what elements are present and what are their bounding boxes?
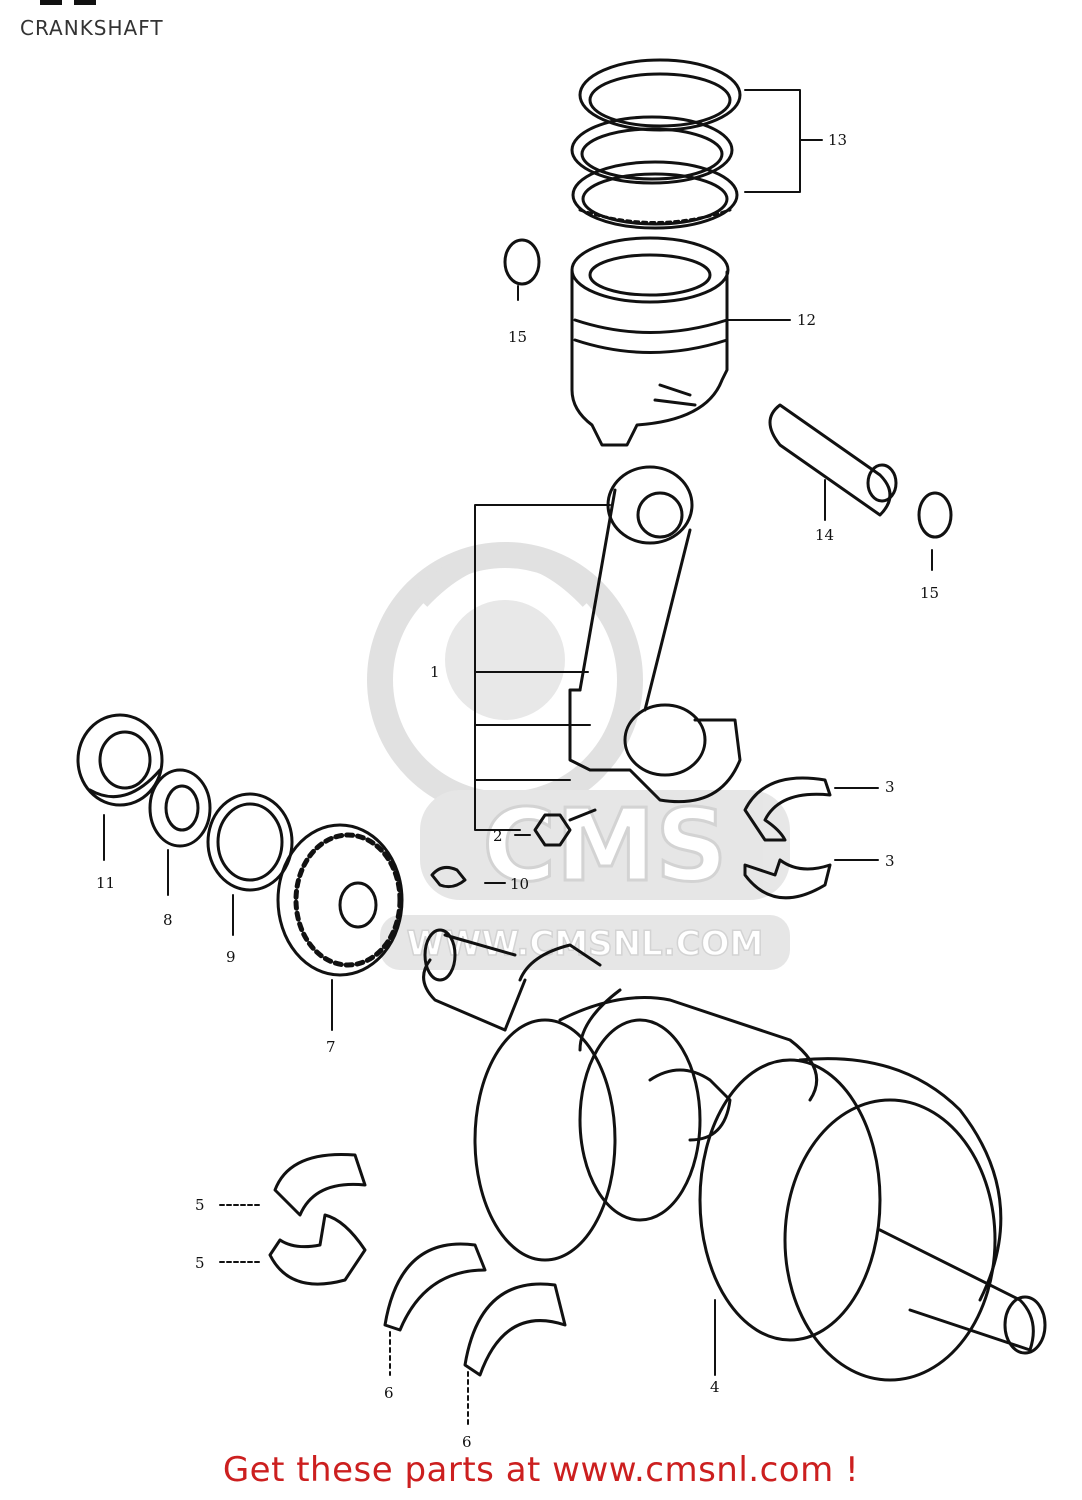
callout-primary-gear: 7 bbox=[326, 1038, 336, 1056]
callout-conrod-bearing-lower: 3 bbox=[885, 852, 895, 870]
callout-thrust-washer-a: 6 bbox=[384, 1384, 394, 1402]
callout-crank-pin-nut: 2 bbox=[493, 827, 503, 845]
callout-crank-bearing-upper: 5 bbox=[195, 1196, 205, 1214]
callout-piston-pin: 14 bbox=[815, 526, 834, 544]
callout-key-10: 10 bbox=[510, 875, 529, 893]
circlip-b bbox=[917, 491, 953, 571]
piston bbox=[570, 236, 791, 447]
watermark-url: WWW.CMSNL.COM bbox=[407, 924, 764, 964]
conrod-bearing-lower bbox=[743, 858, 879, 900]
watermark-brand: CMS bbox=[483, 787, 728, 904]
callout-circlip-a: 15 bbox=[508, 328, 527, 346]
watermark-logo: CMS WWW.CMSNL.COM bbox=[367, 542, 790, 970]
callout-crank-bearing-lower: 5 bbox=[195, 1254, 205, 1272]
thrust-washer-a bbox=[383, 1242, 487, 1376]
callout-bearing-8: 8 bbox=[163, 911, 173, 929]
callout-piston: 12 bbox=[797, 311, 816, 329]
conrod-bearing-upper bbox=[743, 776, 879, 842]
bearing-11 bbox=[76, 713, 164, 861]
piston-pin bbox=[768, 403, 898, 521]
crank-pin-nut bbox=[514, 813, 572, 847]
washer-9 bbox=[206, 792, 294, 936]
callout-washer-9: 9 bbox=[226, 948, 236, 966]
callout-bearing-11: 11 bbox=[96, 874, 115, 892]
thrust-washer-b bbox=[463, 1282, 567, 1426]
crank-bearing-lower bbox=[219, 1213, 367, 1286]
callout-piston-ring-set: 13 bbox=[828, 131, 847, 149]
crankshaft bbox=[422, 928, 1047, 1382]
crank-bearing-upper bbox=[219, 1152, 367, 1217]
circlip-a bbox=[503, 238, 541, 301]
callout-circlip-b: 15 bbox=[920, 584, 939, 602]
primary-gear bbox=[276, 823, 404, 1031]
page-title: CRANKSHAFT bbox=[20, 16, 164, 40]
callout-crankshaft: 4 bbox=[710, 1378, 720, 1396]
callout-thrust-washer-b: 6 bbox=[462, 1433, 472, 1451]
footer-cta-link[interactable]: Get these parts at www.cmsnl.com ! bbox=[222, 1450, 860, 1490]
callout-conrod-bearing-upper: 3 bbox=[885, 778, 895, 796]
callout-connecting-rod: 1 bbox=[430, 663, 440, 681]
bearing-8 bbox=[148, 768, 212, 896]
title-decoration bbox=[40, 0, 96, 5]
key-10 bbox=[430, 865, 506, 889]
connecting-rod bbox=[474, 465, 742, 831]
piston-ring-set bbox=[570, 58, 823, 230]
